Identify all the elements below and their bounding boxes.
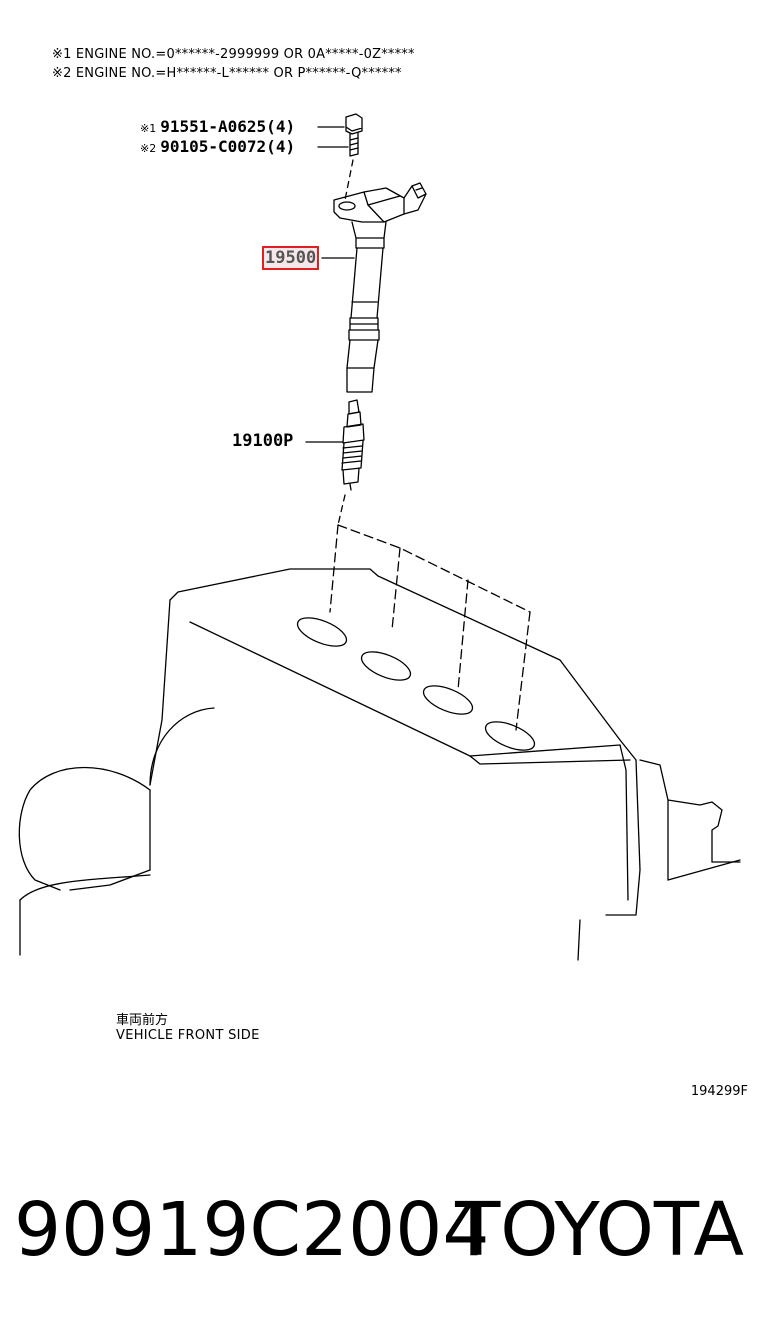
direction-label-japanese: 車両前方 [116,1013,169,1028]
bolt-callout-2-part: 90105-C0072(4) [160,137,296,156]
ignition-coil-drawing [333,182,427,393]
engine-note-2: ※2 ENGINE NO.=H******-L****** OR P******… [52,66,402,81]
direction-label-english: VEHICLE FRONT SIDE [116,1028,260,1043]
footer-brand: TOYOTA [455,1187,744,1273]
bolt-callout-1-mark: ※1 [140,122,157,135]
engine-note-1: ※1 ENGINE NO.=0******-2999999 OR 0A*****… [52,47,415,62]
bolt-callout-1-part: 91551-A0625(4) [160,117,296,136]
spark-plug-part-label[interactable]: 19100P [232,431,294,451]
footer-part-number: 90919C2004 [14,1187,490,1273]
spark-plug-drawing [305,399,365,491]
reference-code: 194299F [690,1084,748,1099]
engine-head-drawing [18,568,741,961]
coil-part-label[interactable]: 19500 [262,246,320,270]
bolt-drawing [317,113,363,157]
parts-diagram [18,113,741,961]
bolt-callout-2-mark: ※2 [140,142,157,155]
